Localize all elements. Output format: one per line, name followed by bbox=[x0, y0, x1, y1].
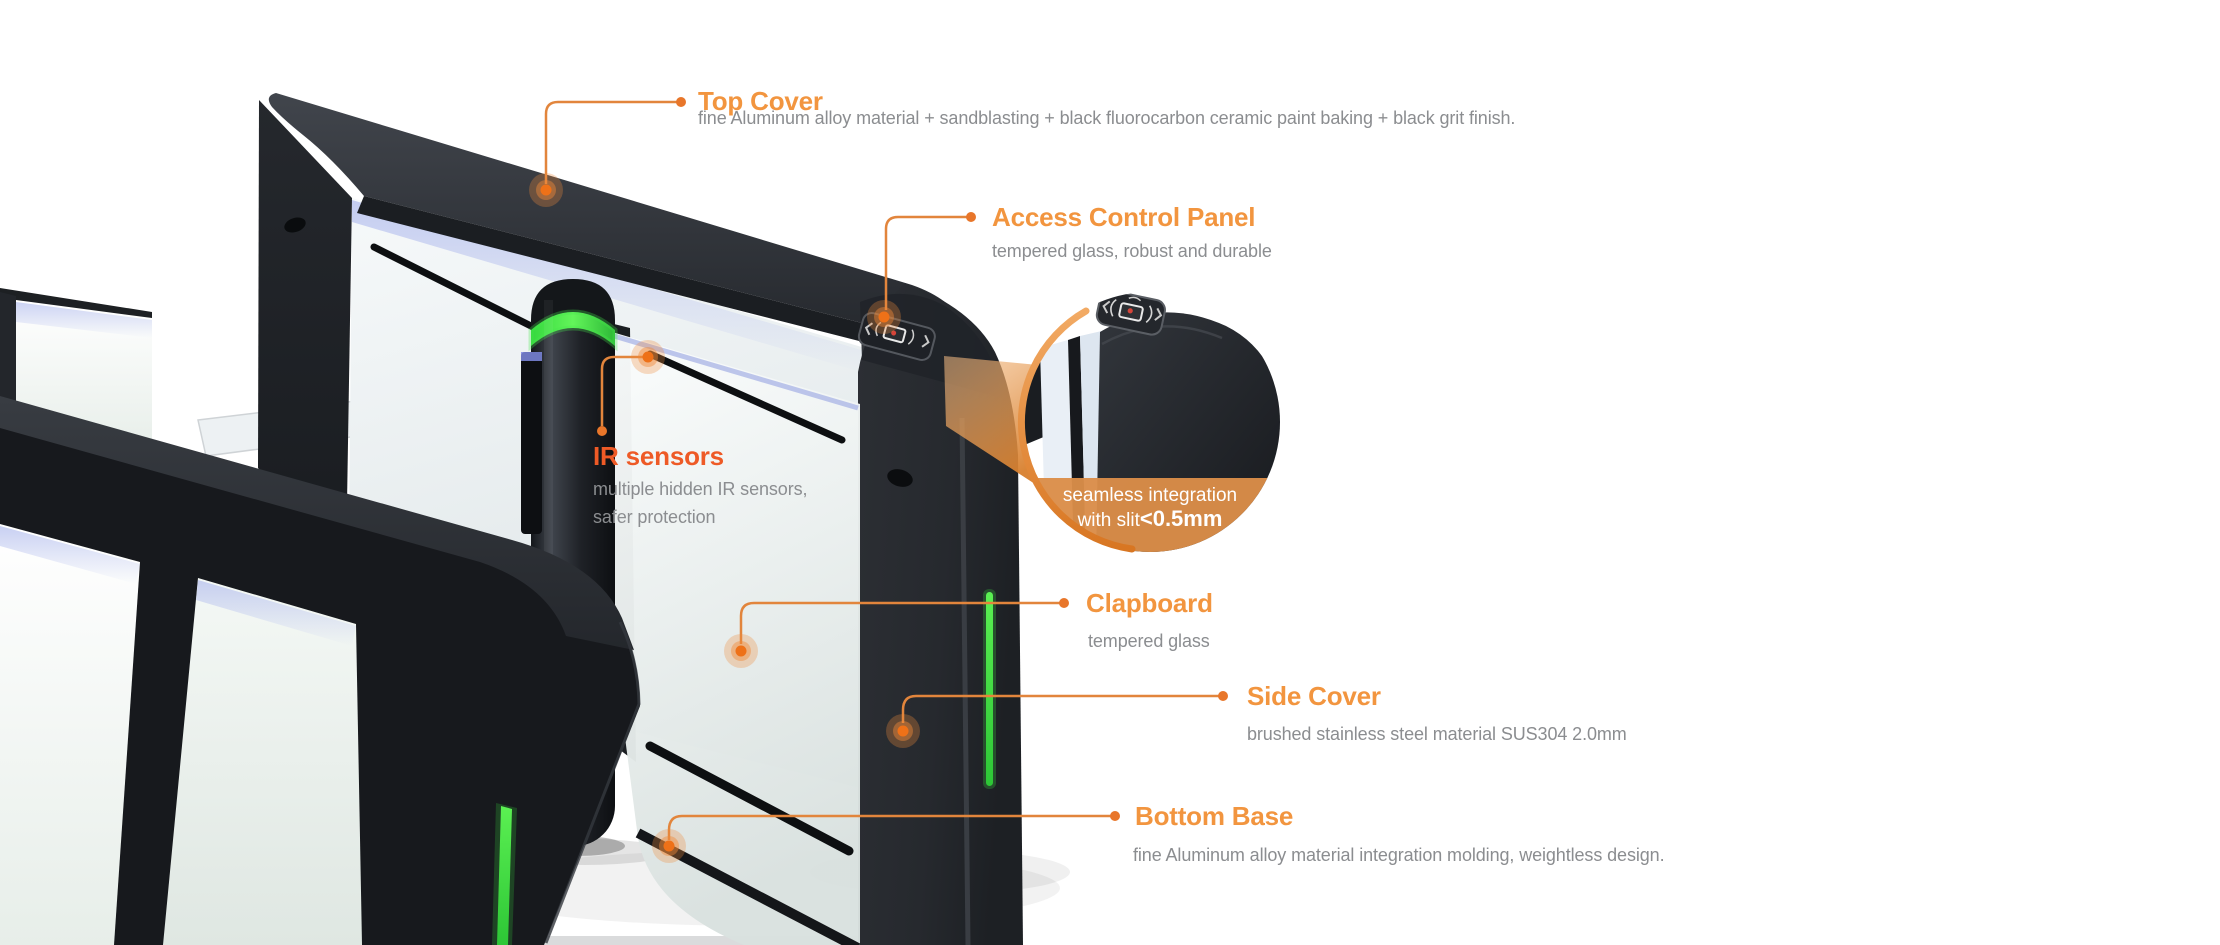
callout-desc-clapboard: tempered glass bbox=[1088, 631, 1210, 651]
contactless-wave-icon bbox=[907, 329, 915, 345]
callout-desc-ir-sensors: multiple hidden IR sensors, safer protec… bbox=[593, 475, 808, 531]
ir-sensor-slot-lower bbox=[645, 741, 854, 856]
ir-sensors-desc-line2: safer protection bbox=[593, 507, 716, 527]
callout-title-side-cover: Side Cover bbox=[1247, 681, 1381, 711]
leader-side-cover bbox=[901, 694, 1219, 723]
chevron-right-icon bbox=[1154, 307, 1163, 321]
ir-sensors-desc-line1: multiple hidden IR sensors, bbox=[593, 479, 808, 499]
callout-title-clapboard: Clapboard bbox=[1086, 588, 1213, 618]
near-pedestal bbox=[0, 396, 641, 945]
inset-access-panel bbox=[1095, 292, 1166, 336]
callout-desc-top-cover: fine Aluminum alloy material + sandblast… bbox=[698, 108, 1516, 128]
leader-clapboard bbox=[739, 601, 1060, 644]
callout-title-access-control-panel: Access Control Panel bbox=[992, 202, 1256, 232]
chevron-left-icon bbox=[1102, 300, 1111, 314]
magnifier-caption-line2: with slit<0.5mm bbox=[1020, 507, 1280, 532]
leader-lines bbox=[544, 100, 1219, 840]
top-cover-rail bbox=[268, 93, 976, 352]
callout-desc-bottom-base: fine Aluminum alloy material integration… bbox=[1133, 845, 1665, 865]
frame-hole bbox=[284, 217, 306, 233]
ir-sensor-slot-upper bbox=[646, 350, 846, 444]
magnifier-caption-line2-prefix: with slit bbox=[1077, 510, 1140, 531]
pillar-green-led-ring bbox=[531, 312, 615, 346]
contactless-wave-icon bbox=[1145, 305, 1153, 323]
end-cap-seam bbox=[959, 417, 971, 945]
marker-access-control bbox=[867, 300, 901, 334]
magnifier-ring bbox=[1017, 307, 1136, 553]
callout-desc-side-cover: brushed stainless steel material SUS304 … bbox=[1247, 724, 1627, 744]
pillar-hinge-bracket bbox=[521, 352, 542, 534]
contactless-wave-icon bbox=[1110, 299, 1117, 317]
chevron-left-icon bbox=[864, 322, 874, 336]
magnifier-caption-line2-value: <0.5mm bbox=[1139, 506, 1223, 531]
near-top-rail bbox=[0, 396, 634, 650]
near-glass-panel-2 bbox=[163, 578, 362, 945]
magnifier-caption: seamless integration with slit<0.5mm bbox=[1020, 484, 1280, 532]
contactless-wave-icon bbox=[875, 321, 882, 337]
marker-top-cover bbox=[529, 173, 563, 207]
marker-side-cover bbox=[886, 714, 920, 748]
callout-title-bottom-base: Bottom Base bbox=[1135, 801, 1294, 831]
near-glass-panel-1 bbox=[0, 524, 140, 945]
marker-clapboard bbox=[724, 634, 758, 668]
end-cap-hole bbox=[887, 469, 913, 487]
clapboard-bottom-trim bbox=[635, 828, 861, 945]
leader-top-cover bbox=[544, 100, 678, 184]
led-strip-near-cap bbox=[497, 806, 512, 945]
led-strip-end-cap bbox=[986, 592, 993, 786]
clapboard-glass bbox=[606, 322, 861, 945]
access-control-panel-device bbox=[857, 311, 936, 361]
callout-title-ir-sensors: IR sensors bbox=[593, 441, 724, 471]
leader-end-dots bbox=[597, 97, 1228, 821]
magnifier-inset bbox=[1020, 292, 1280, 552]
chevron-right-icon bbox=[921, 334, 930, 348]
pillar-dome bbox=[531, 279, 615, 330]
callout-desc-access-control-panel: tempered glass, robust and durable bbox=[992, 241, 1272, 261]
leader-ir-sensors bbox=[600, 355, 646, 426]
marker-bottom-base bbox=[652, 829, 686, 863]
magnifier-caption-line1: seamless integration bbox=[1062, 485, 1238, 506]
left-frame-rail bbox=[258, 100, 352, 565]
marker-dots bbox=[529, 173, 920, 863]
callout-title-top-cover: Top Cover bbox=[698, 86, 823, 116]
leader-access-control bbox=[884, 215, 968, 310]
leader-bottom-base bbox=[667, 814, 1111, 840]
marker-ir-sensors bbox=[631, 340, 665, 374]
ir-sensor-slot-left bbox=[370, 243, 547, 336]
